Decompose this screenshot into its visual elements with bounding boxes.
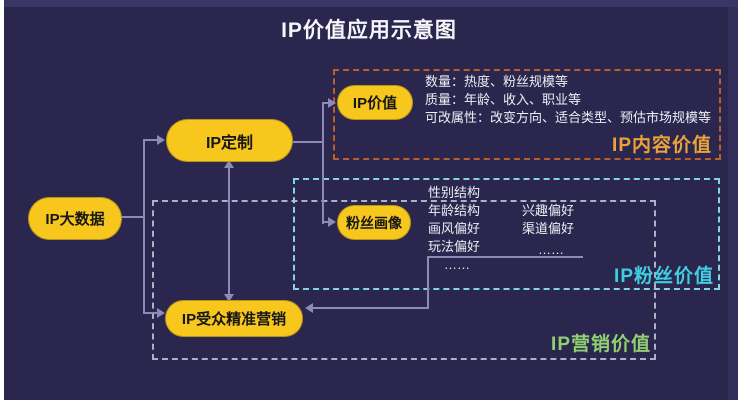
marketing-value-box: IP营销价值 bbox=[152, 200, 656, 360]
arrowhead-into-fanprofile bbox=[328, 217, 336, 227]
fan-attr-channel: 渠道偏好 bbox=[522, 221, 575, 236]
node-ip-big-data-label: IP大数据 bbox=[45, 211, 105, 228]
connector-branch-to-fanprofile bbox=[322, 221, 330, 223]
connector-branch-to-value bbox=[322, 102, 330, 104]
content-line-quality: 质量：年龄、收入、职业等 bbox=[425, 92, 582, 107]
fan-attr-interest: 兴趣偏好 bbox=[522, 203, 575, 218]
content-description: 数量：热度、粉丝规模等 质量：年龄、收入、职业等 可改属性：改变方向、适合类型、… bbox=[425, 73, 711, 127]
fan-attr-age: 年龄结构 bbox=[428, 203, 481, 218]
marketing-value-label: IP营销价值 bbox=[551, 334, 651, 355]
fan-attr-ellipsis-right: …… bbox=[538, 242, 564, 257]
node-ip-big-data: IP大数据 bbox=[28, 197, 122, 240]
arrowhead-into-value bbox=[328, 98, 336, 108]
connector-fanlist-drop bbox=[427, 256, 429, 309]
node-ip-precision-marketing-label: IP受众精准营销 bbox=[181, 311, 287, 328]
node-ip-customization: IP定制 bbox=[166, 119, 293, 162]
fan-profile-right-column: 兴趣偏好 渠道偏好 …… bbox=[522, 202, 574, 259]
fan-attr-ellipsis-left: …… bbox=[444, 257, 470, 272]
connector-left-trunk bbox=[143, 139, 145, 314]
fan-profile-left-column: 性别结构 年龄结构 画风偏好 玩法偏好 …… bbox=[428, 184, 480, 274]
node-ip-customization-label: IP定制 bbox=[205, 134, 254, 152]
arrowhead-up-into-customization bbox=[224, 160, 234, 168]
connector-trunk-to-marketing-node bbox=[143, 312, 159, 314]
content-value-box: IP内容价值 bbox=[333, 69, 721, 160]
connector-bigdata-to-trunk bbox=[120, 216, 145, 218]
fan-attr-play: 玩法偏好 bbox=[428, 239, 481, 254]
page-left-edge bbox=[0, 0, 4, 400]
connector-fanlist-underline bbox=[427, 256, 583, 258]
node-ip-value-label: IP价值 bbox=[352, 95, 398, 112]
fans-value-box: IP粉丝价值 bbox=[293, 178, 720, 290]
page-top-edge bbox=[0, 0, 738, 7]
connector-customization-branch bbox=[293, 141, 324, 143]
arrowhead-down-into-marketing-node bbox=[224, 294, 234, 302]
fan-attr-style: 画风偏好 bbox=[428, 221, 481, 236]
arrowhead-into-marketing-node bbox=[157, 308, 165, 318]
arrowhead-into-customization bbox=[157, 135, 165, 145]
arrowhead-into-marketing-node-right bbox=[305, 303, 313, 313]
connector-branch-vertical bbox=[322, 102, 324, 224]
node-ip-value: IP价值 bbox=[337, 85, 413, 120]
content-line-adaptability: 可改属性：改变方向、适合类型、预估市场规模等 bbox=[425, 110, 712, 125]
node-fan-profile: 粉丝画像 bbox=[337, 205, 411, 240]
node-ip-precision-marketing: IP受众精准营销 bbox=[165, 300, 303, 337]
content-line-quantity: 数量：热度、粉丝规模等 bbox=[425, 74, 569, 89]
connector-fanlist-to-marketing-node bbox=[313, 307, 429, 309]
node-fan-profile-label: 粉丝画像 bbox=[346, 214, 402, 231]
fans-value-label: IP粉丝价值 bbox=[614, 266, 714, 287]
content-value-label: IP内容价值 bbox=[612, 135, 712, 156]
diagram-title: IP价值应用示意图 bbox=[281, 19, 457, 42]
connector-trunk-to-customization bbox=[143, 139, 159, 141]
page-right-edge bbox=[728, 0, 738, 400]
connector-customization-marketing-vertical bbox=[228, 166, 230, 296]
fan-attr-gender: 性别结构 bbox=[428, 185, 481, 200]
